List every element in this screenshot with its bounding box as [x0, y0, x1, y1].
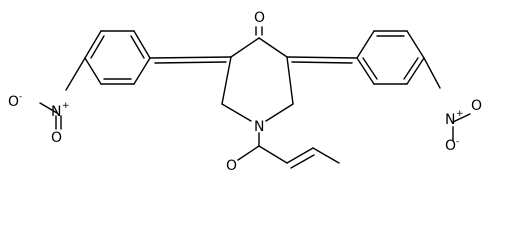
left-nitro-group — [39, 102, 62, 130]
carbonyl-oxygen-label: O — [254, 10, 265, 26]
right-nitro-nitrogen-label: N — [445, 112, 455, 128]
ring-nitrogen-label: N — [254, 119, 264, 135]
piperidinone-ring — [221, 26, 294, 122]
right-nitro-oxygen-lower-charge: - — [456, 137, 459, 147]
left-benzene-ring — [65, 30, 151, 91]
left-exocyclic-double-bond — [149, 56, 232, 64]
right-nitro-group — [452, 113, 471, 141]
left-nitro-oxygen-upper-charge: - — [19, 92, 22, 102]
right-benzene-ring — [356, 30, 441, 89]
left-nitro-oxygen-upper-label: O — [8, 94, 19, 110]
left-nitro-nitrogen-charge: + — [62, 101, 70, 111]
right-nitro-nitrogen-charge: + — [456, 109, 464, 119]
acyl-oxygen-label: O — [226, 158, 237, 174]
chemical-structure: O N O N + O - O N + O O - — [8, 10, 482, 174]
left-nitro-oxygen-lower-label: O — [51, 130, 62, 146]
right-exocyclic-double-bond — [286, 56, 358, 64]
right-nitro-oxygen-lower-label: O — [445, 138, 456, 154]
left-nitro-nitrogen-label: N — [51, 104, 61, 120]
acryloyl-group — [237, 132, 340, 169]
right-nitro-oxygen-upper-label: O — [471, 98, 482, 114]
